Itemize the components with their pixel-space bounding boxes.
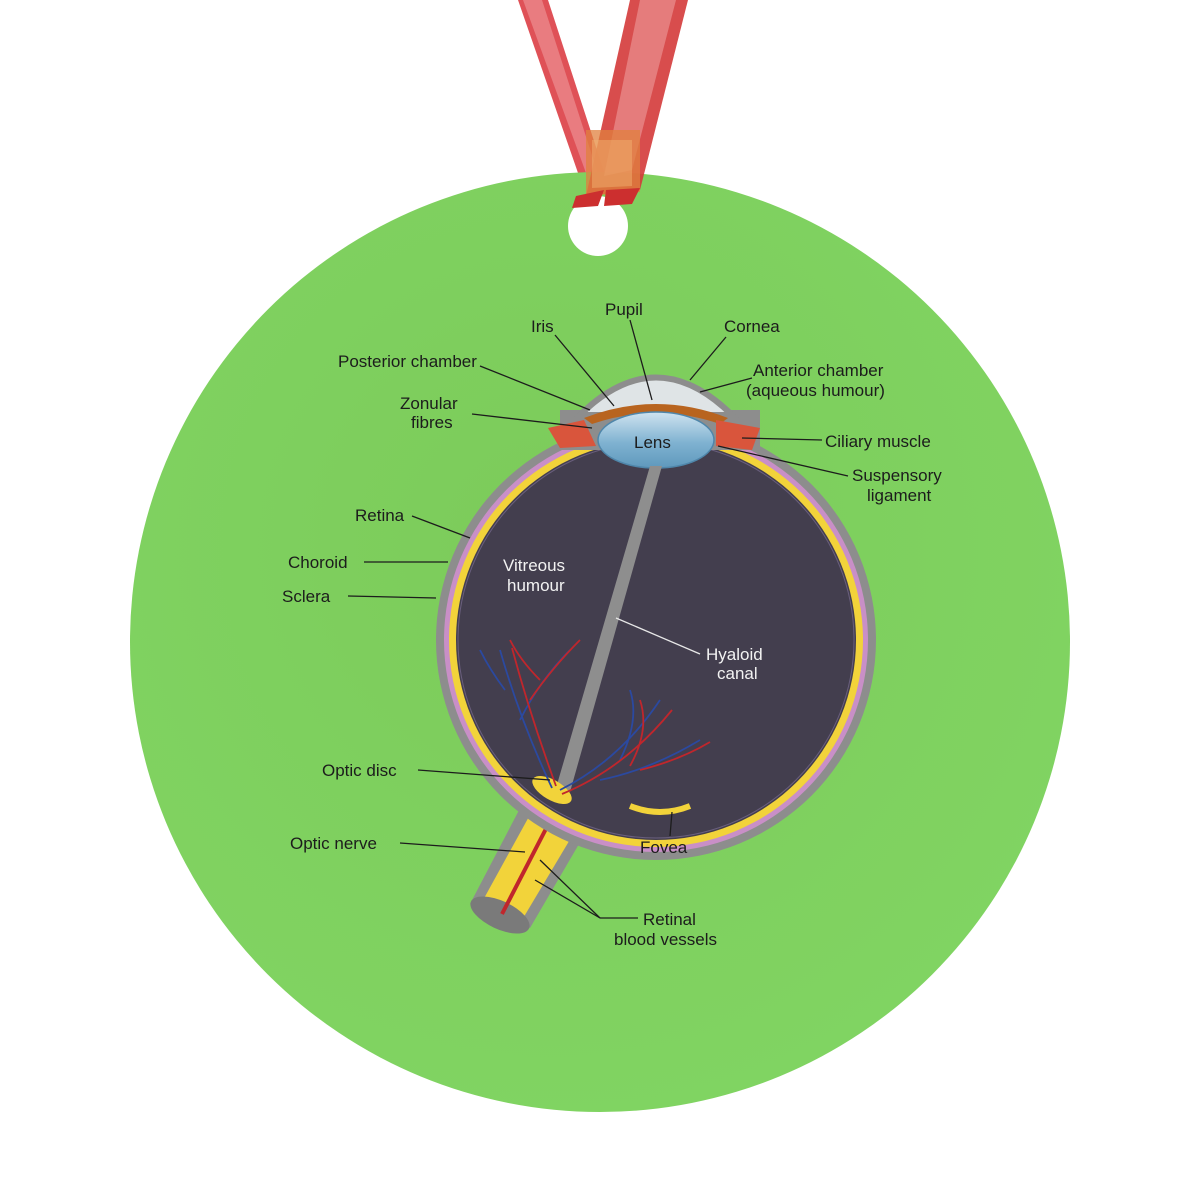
label-lens: Lens <box>634 433 671 452</box>
eye-labels: Pupil Iris Cornea Posterior chamber Ante… <box>282 300 942 949</box>
label-retinal: Retinal <box>643 910 696 929</box>
leader-lines <box>347 319 849 919</box>
hyaloid-canal <box>556 466 662 792</box>
label-iris: Iris <box>531 317 554 336</box>
label-choroid: Choroid <box>288 553 348 572</box>
label-ciliary-muscle: Ciliary muscle <box>825 432 931 451</box>
label-posterior-chamber: Posterior chamber <box>338 352 477 371</box>
label-fovea: Fovea <box>640 838 688 857</box>
optic-disc <box>532 776 572 804</box>
optic-nerve-cut <box>470 896 530 934</box>
ribbon-front <box>572 0 688 208</box>
label-ligament: ligament <box>867 486 932 505</box>
cornea <box>572 374 740 418</box>
iris <box>584 404 728 424</box>
ciliary-muscle-right <box>716 420 760 450</box>
label-suspensory: Suspensory <box>852 466 942 485</box>
label-cornea: Cornea <box>724 317 780 336</box>
label-pupil: Pupil <box>605 300 643 319</box>
label-hyaloid: Hyaloid <box>706 645 763 664</box>
label-retina: Retina <box>355 506 405 525</box>
label-sclera: Sclera <box>282 587 331 606</box>
label-canal: canal <box>717 664 758 683</box>
vitreous-body <box>456 440 856 840</box>
label-vitreous: Vitreous <box>503 556 565 575</box>
label-fibres: fibres <box>411 413 453 432</box>
label-humour: humour <box>507 576 565 595</box>
label-optic-disc: Optic disc <box>322 761 397 780</box>
label-anterior-chamber: Anterior chamber <box>753 361 884 380</box>
eye-diagram <box>436 374 876 934</box>
label-aqueous-humour: (aqueous humour) <box>746 381 885 400</box>
label-zonular: Zonular <box>400 394 458 413</box>
label-blood-vessels: blood vessels <box>614 930 717 949</box>
retinal-vessels <box>479 639 711 795</box>
fovea-pit <box>628 803 692 815</box>
label-optic-nerve: Optic nerve <box>290 834 377 853</box>
hanging-hole <box>568 196 628 256</box>
